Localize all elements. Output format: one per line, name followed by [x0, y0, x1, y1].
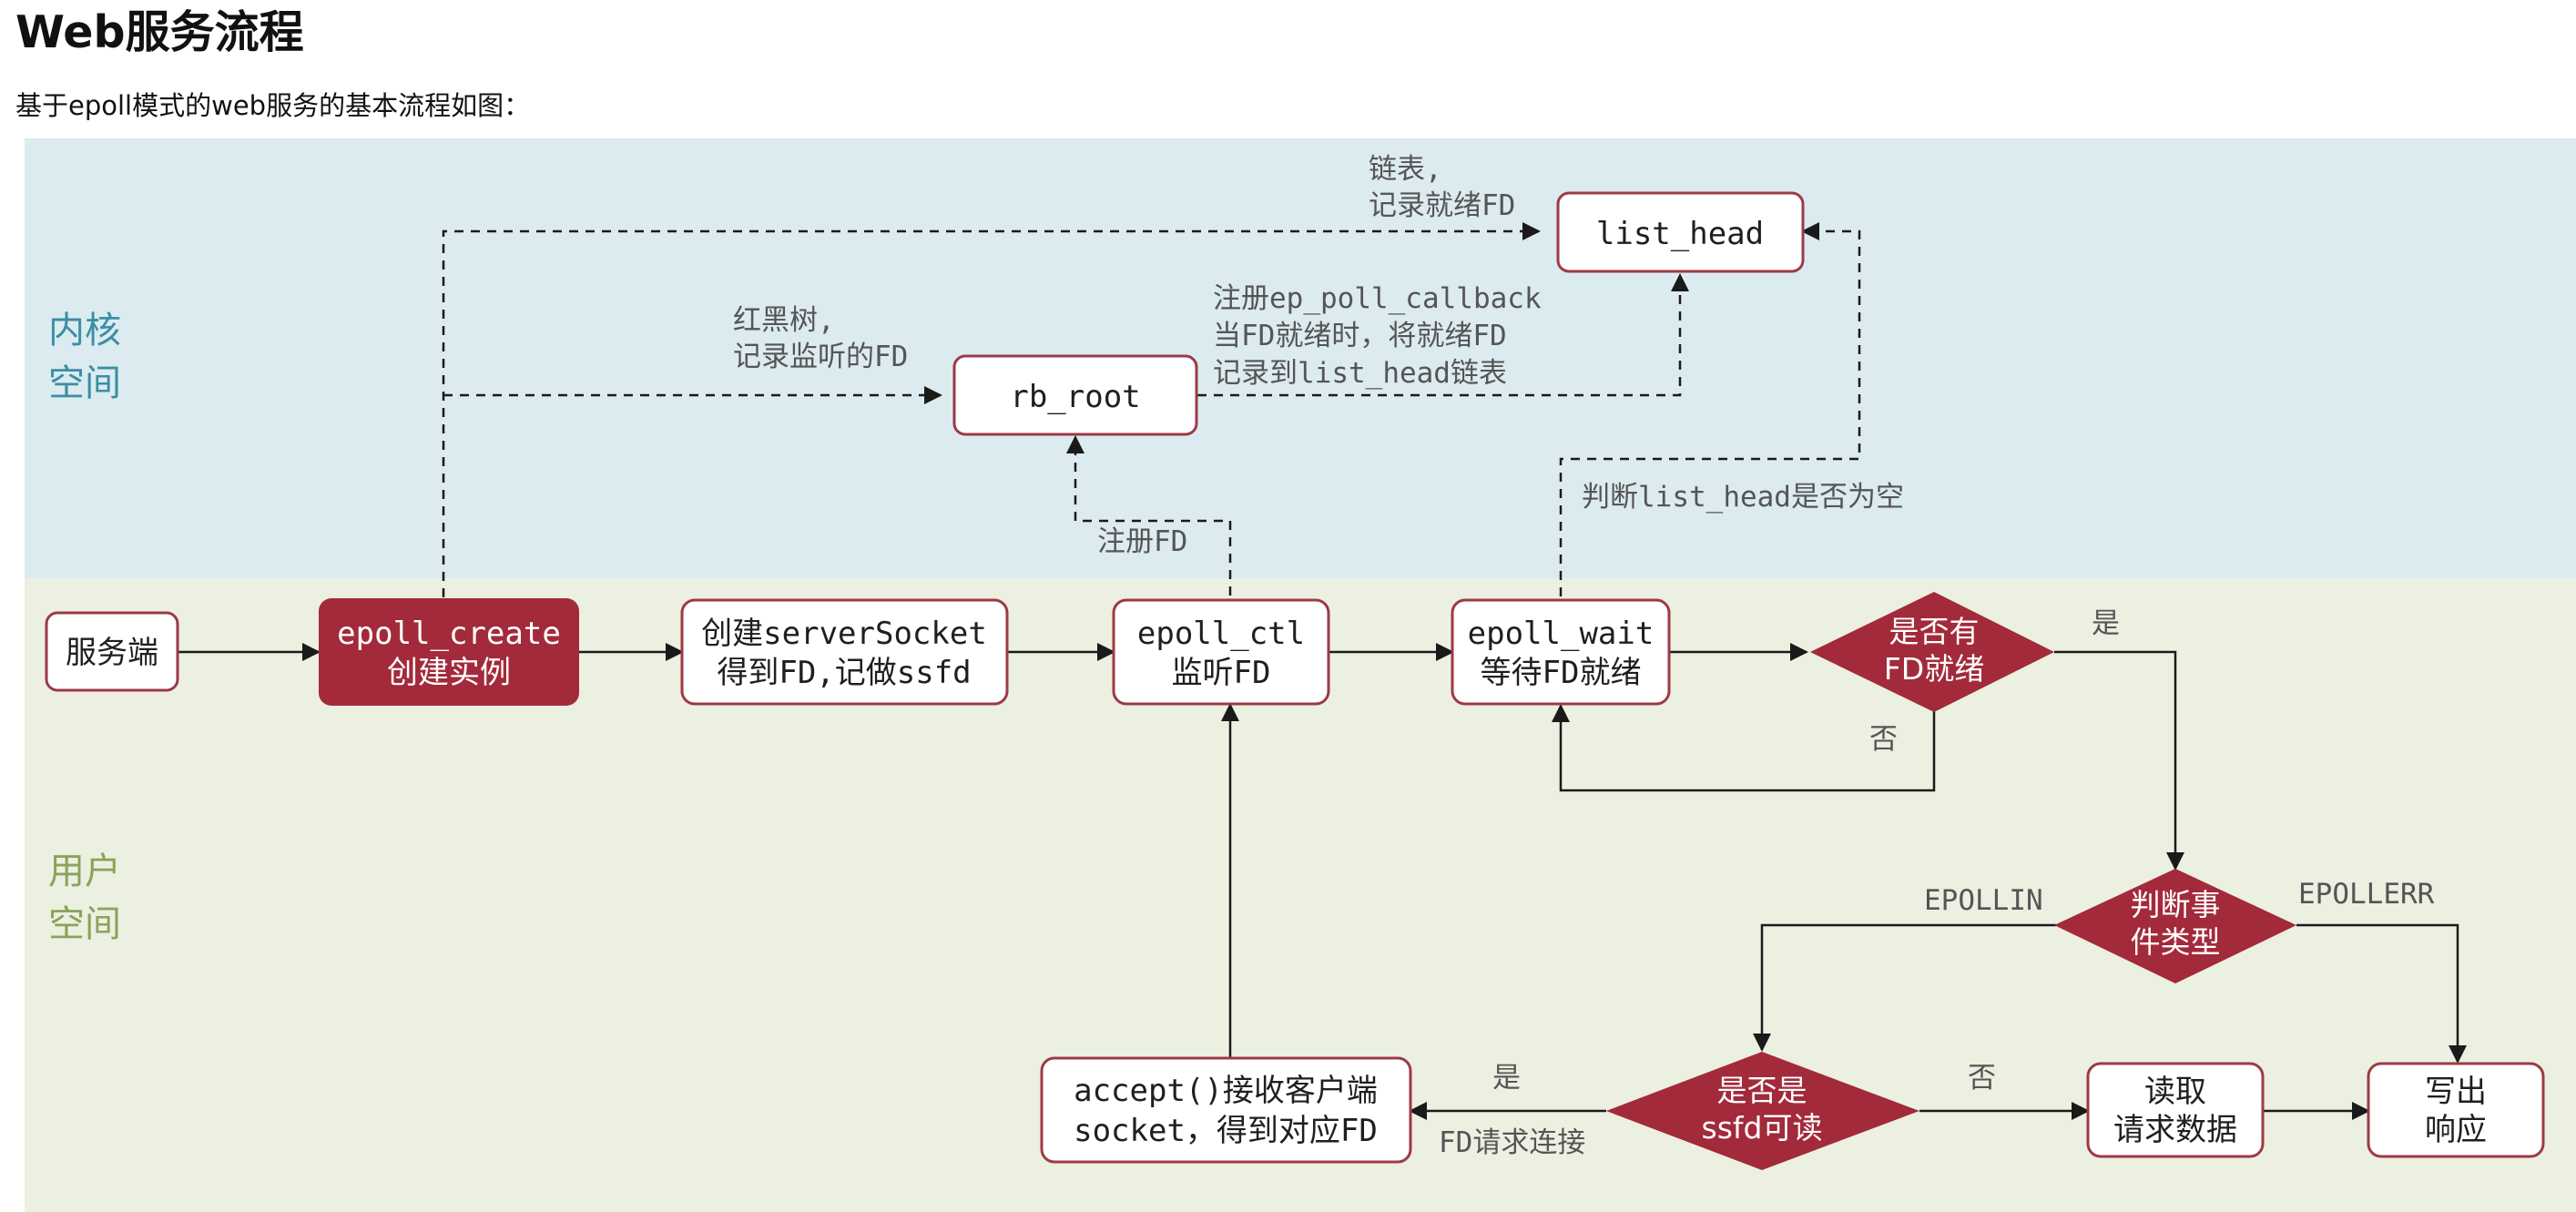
- label-no-ssfd: 否: [1968, 1062, 1996, 1095]
- svg-text:FD就绪: FD就绪: [1884, 651, 1984, 687]
- svg-text:socket，得到对应FD: socket，得到对应FD: [1074, 1113, 1378, 1149]
- user-space-label: 用户 空间: [48, 850, 133, 945]
- label-callback-note: 注册ep_poll_callback 当FD就绪时，将就绪FD 记录到list_…: [1213, 282, 1542, 390]
- svg-text:读取: 读取: [2144, 1074, 2206, 1110]
- kernel-space-zone: [25, 138, 2576, 578]
- intro-text: 基于epoll模式的web服务的基本流程如图：: [15, 90, 531, 121]
- svg-text:等待FD就绪: 等待FD就绪: [1481, 655, 1642, 691]
- label-epollin: EPOLLIN: [1924, 884, 2043, 917]
- label-epollerr: EPOLLERR: [2298, 878, 2435, 911]
- svg-text:记录就绪FD: 记录就绪FD: [1369, 189, 1515, 222]
- svg-text:件类型: 件类型: [2131, 924, 2221, 960]
- node-server: 服务端: [45, 611, 179, 692]
- svg-text:记录到list_head链表: 记录到list_head链表: [1213, 357, 1507, 390]
- svg-text:请求数据: 请求数据: [2113, 1112, 2237, 1148]
- epoll-flow-diagram: 内核 空间 用户 空间 服务端 epoll_create 创建实例: [25, 138, 2576, 1212]
- label-rb-note: 红黑树, 记录监听的FD: [733, 304, 908, 373]
- node-rb-root: rb_root: [952, 354, 1198, 436]
- svg-text:epoll_ctl: epoll_ctl: [1137, 616, 1305, 652]
- label-yes-ssfd: 是: [1492, 1062, 1521, 1095]
- label-fd-connect: FD请求连接: [1439, 1126, 1585, 1159]
- decision-ssfd-readable: 是否是 ssfd可读: [1606, 1052, 1919, 1170]
- label-no-ready: 否: [1869, 723, 1898, 756]
- svg-text:红黑树,: 红黑树,: [733, 304, 835, 337]
- svg-text:accept()接收客户端: accept()接收客户端: [1074, 1073, 1378, 1109]
- svg-text:服务端: 服务端: [66, 635, 158, 671]
- edge-has-ready-yes: [2054, 650, 2184, 871]
- decision-has-ready: 是否有 FD就绪: [1810, 592, 2054, 712]
- label-check-list-head: 判断list_head是否为空: [1582, 481, 1904, 514]
- svg-text:创建serverSocket: 创建serverSocket: [701, 616, 987, 652]
- svg-text:rb_root: rb_root: [1010, 379, 1140, 415]
- node-epoll-create: epoll_create 创建实例: [319, 598, 579, 706]
- node-accept: accept()接收客户端 socket，得到对应FD: [1040, 1056, 1412, 1164]
- svg-text:监听FD: 监听FD: [1172, 655, 1271, 691]
- svg-text:判断事: 判断事: [2131, 887, 2221, 922]
- svg-text:是否是: 是否是: [1717, 1073, 1807, 1108]
- svg-text:写出: 写出: [2425, 1074, 2487, 1110]
- node-epoll-ctl: epoll_ctl 监听FD: [1112, 598, 1330, 706]
- label-yes-ready: 是: [2092, 607, 2120, 640]
- page-title: Web服务流程: [15, 6, 304, 58]
- svg-text:链表,: 链表,: [1369, 153, 1442, 186]
- svg-text:是否有: 是否有: [1889, 614, 1980, 649]
- node-list-head: list_head: [1556, 191, 1805, 273]
- node-create-socket: 创建serverSocket 得到FD,记做ssfd: [680, 598, 1009, 706]
- label-register-fd: 注册FD: [1097, 525, 1187, 558]
- svg-text:epoll_wait: epoll_wait: [1468, 616, 1655, 652]
- edge-epollerr: [2296, 923, 2467, 1064]
- svg-text:当FD就绪时，将就绪FD: 当FD就绪时，将就绪FD: [1213, 320, 1507, 352]
- svg-text:注册ep_poll_callback: 注册ep_poll_callback: [1213, 282, 1542, 315]
- edge-rb-root-to-list-head: [1181, 273, 1689, 397]
- svg-text:响应: 响应: [2425, 1112, 2487, 1148]
- edge-has-ready-no-loop: [1552, 704, 1936, 792]
- decision-event-type: 判断事 件类型: [2054, 869, 2296, 983]
- svg-text:ssfd可读: ssfd可读: [1702, 1110, 1823, 1146]
- node-read-request: 读取 请求数据: [2086, 1062, 2265, 1158]
- label-list-note: 链表, 记录就绪FD: [1369, 153, 1515, 222]
- svg-text:epoll_create: epoll_create: [337, 616, 561, 652]
- node-write-response: 写出 响应: [2367, 1062, 2545, 1158]
- edge-epoll-create-to-list-head: [442, 222, 1541, 597]
- svg-text:得到FD,记做ssfd: 得到FD,记做ssfd: [717, 655, 971, 691]
- node-epoll-wait: epoll_wait 等待FD就绪: [1451, 598, 1671, 706]
- svg-text:创建实例: 创建实例: [387, 655, 511, 691]
- svg-text:记录监听的FD: 记录监听的FD: [733, 341, 908, 373]
- kernel-space-label: 内核 空间: [48, 310, 133, 404]
- edge-epollin: [1753, 923, 2056, 1052]
- svg-text:list_head: list_head: [1596, 216, 1764, 252]
- edge-epoll-ctl-register-fd: [1066, 435, 1232, 596]
